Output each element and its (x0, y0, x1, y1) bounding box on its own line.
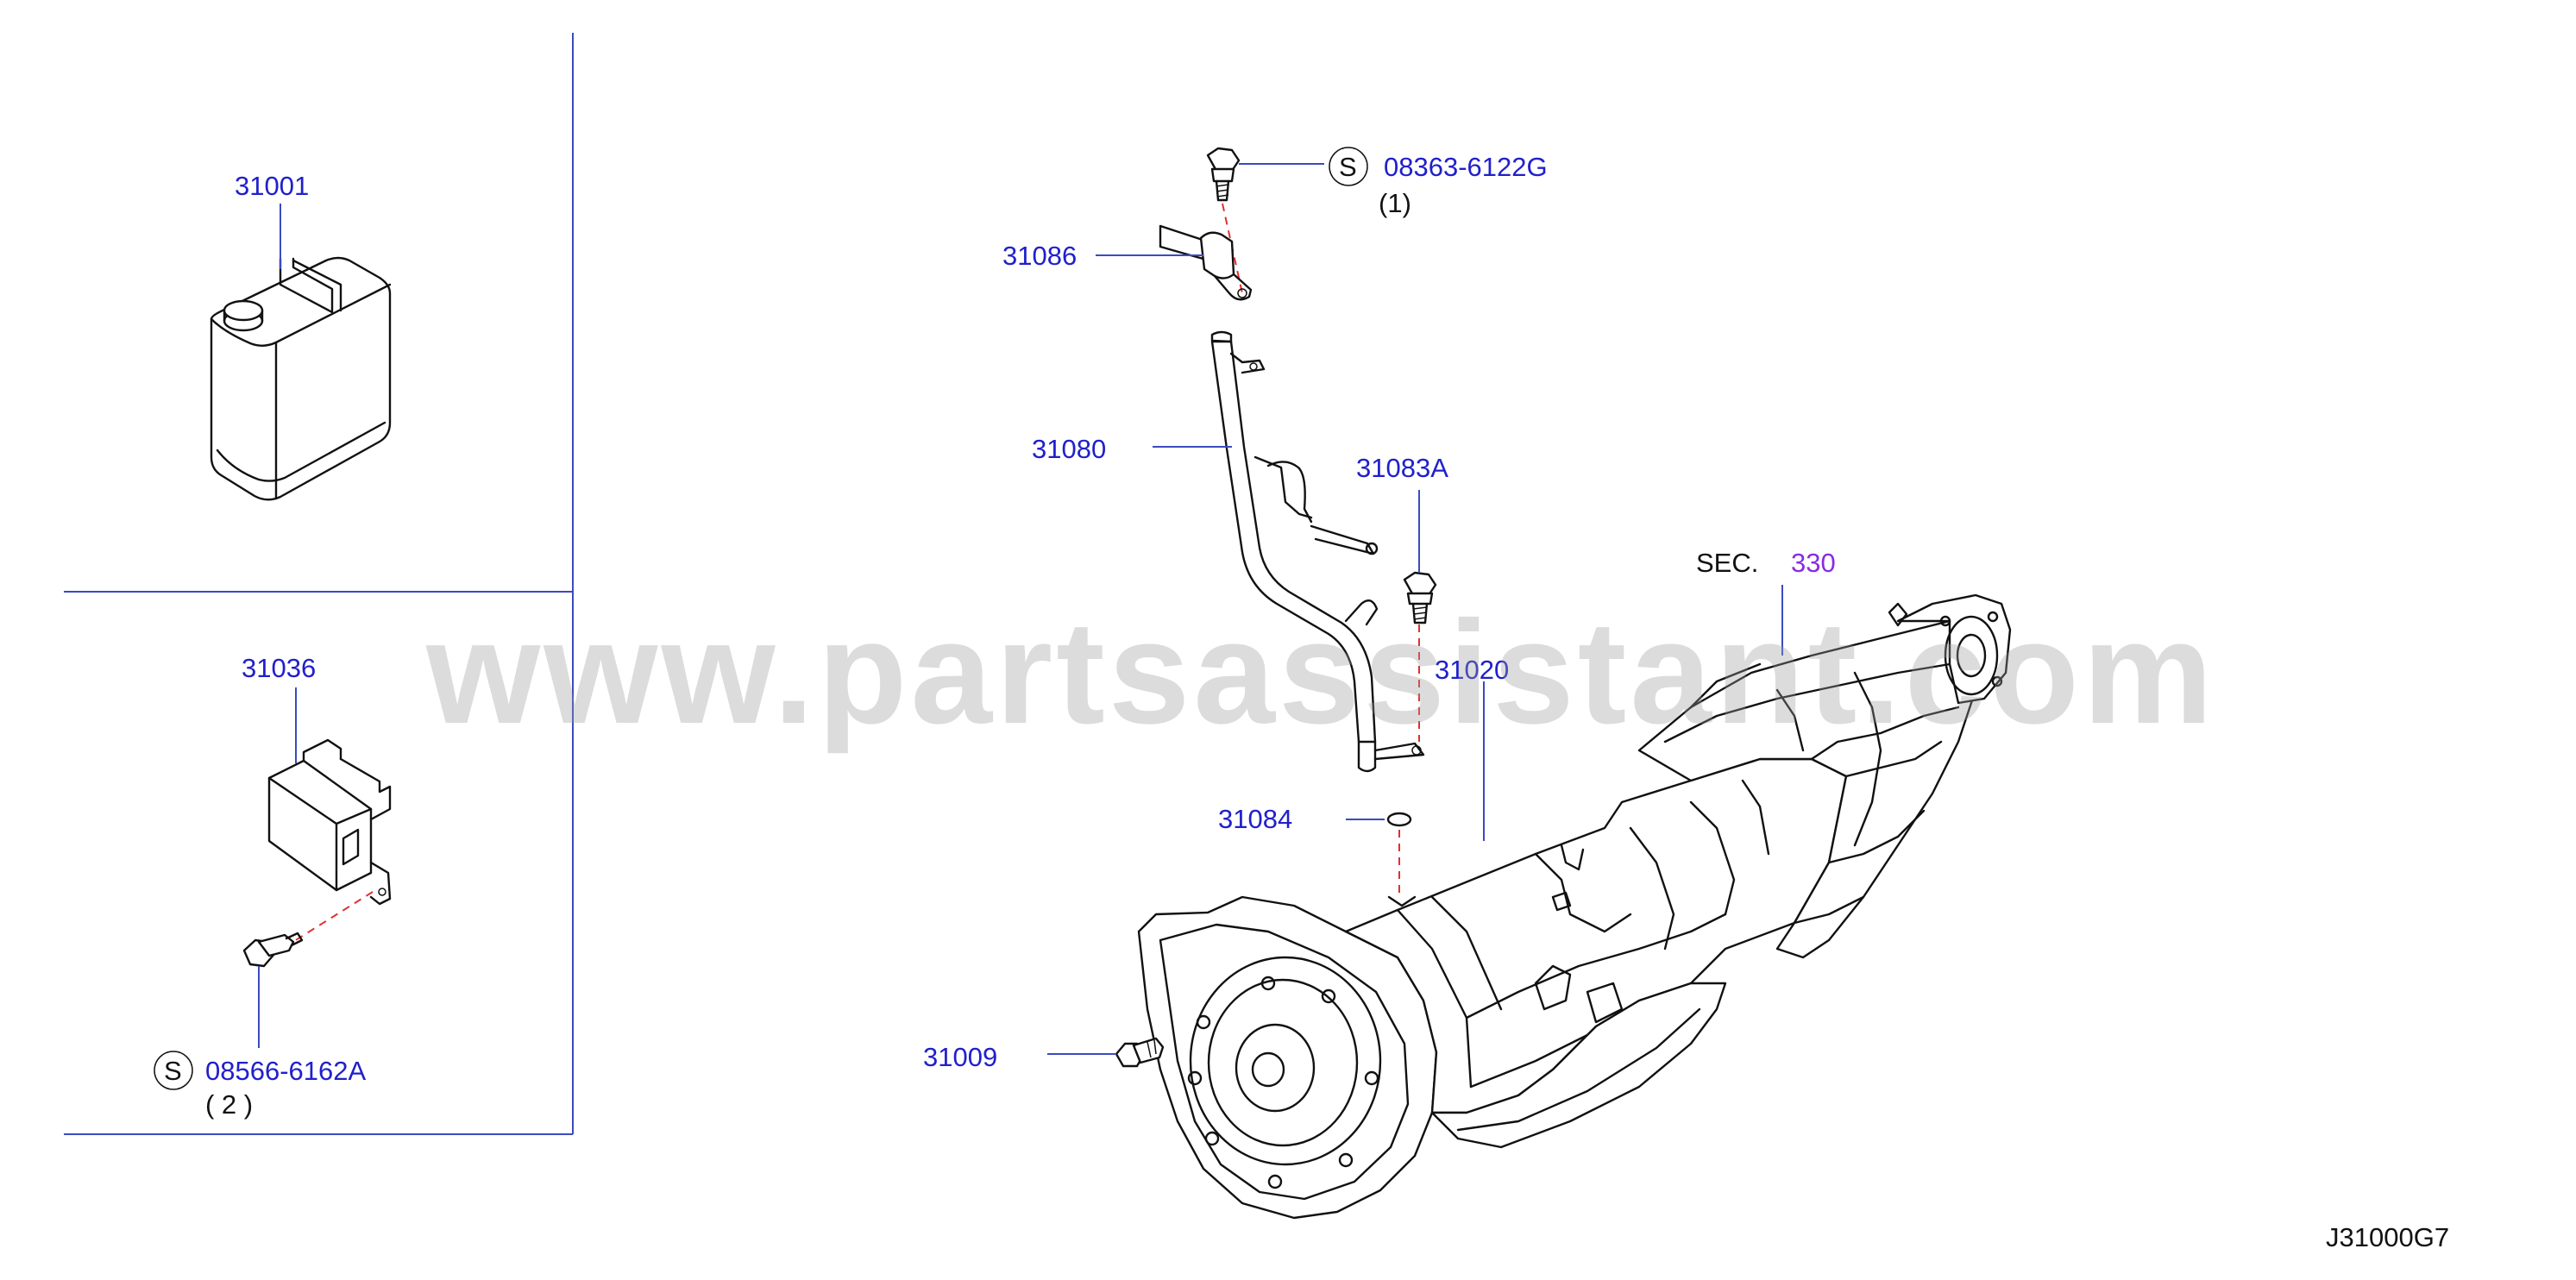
standard-part-symbol: S (154, 1051, 193, 1090)
fluid-gauge-tube-drawing[interactable] (1210, 330, 1425, 773)
part-label-31036[interactable]: 31036 (242, 653, 316, 683)
gauge-bolt-drawing[interactable] (1206, 147, 1241, 202)
svg-text:S: S (164, 1056, 182, 1086)
section-ref-prefix: SEC. (1696, 548, 1758, 578)
quantity-label-1: (1) (1379, 188, 1411, 218)
svg-text:S: S (1339, 152, 1357, 182)
control-unit-bolt-drawing[interactable] (242, 932, 304, 968)
part-label-08363-6122G[interactable]: 08363-6122G (1384, 152, 1548, 182)
o-ring-drawing[interactable] (1386, 812, 1412, 827)
part-label-31020[interactable]: 31020 (1435, 655, 1509, 685)
part-label-31086[interactable]: 31086 (1002, 241, 1077, 271)
drain-plug-drawing[interactable] (1115, 1037, 1165, 1068)
left-panel-frame (64, 33, 574, 1135)
transmission-drawing[interactable] (1137, 593, 2012, 1220)
part-label-08566-6162A[interactable]: 08566-6162A (205, 1056, 366, 1086)
part-label-31009[interactable]: 31009 (923, 1042, 997, 1072)
part-label-31001[interactable]: 31001 (235, 171, 309, 201)
fluid-can-drawing[interactable] (210, 256, 392, 501)
part-label-31083A[interactable]: 31083A (1356, 453, 1448, 483)
bolt-alignment-line-left (291, 891, 374, 944)
part-label-31084[interactable]: 31084 (1218, 804, 1292, 834)
watermark: www.partsassistant.com (425, 591, 2216, 755)
part-label-31080[interactable]: 31080 (1032, 434, 1106, 464)
section-ref-link[interactable]: 330 (1791, 548, 1836, 578)
clamp-drawing[interactable] (1159, 224, 1253, 301)
control-unit-drawing[interactable] (267, 738, 392, 906)
standard-part-symbol: S (1329, 147, 1368, 186)
quantity-label-2: ( 2 ) (205, 1089, 253, 1120)
tube-bolt-drawing[interactable] (1403, 571, 1437, 624)
diagram-code: J31000G7 (2326, 1222, 2449, 1252)
